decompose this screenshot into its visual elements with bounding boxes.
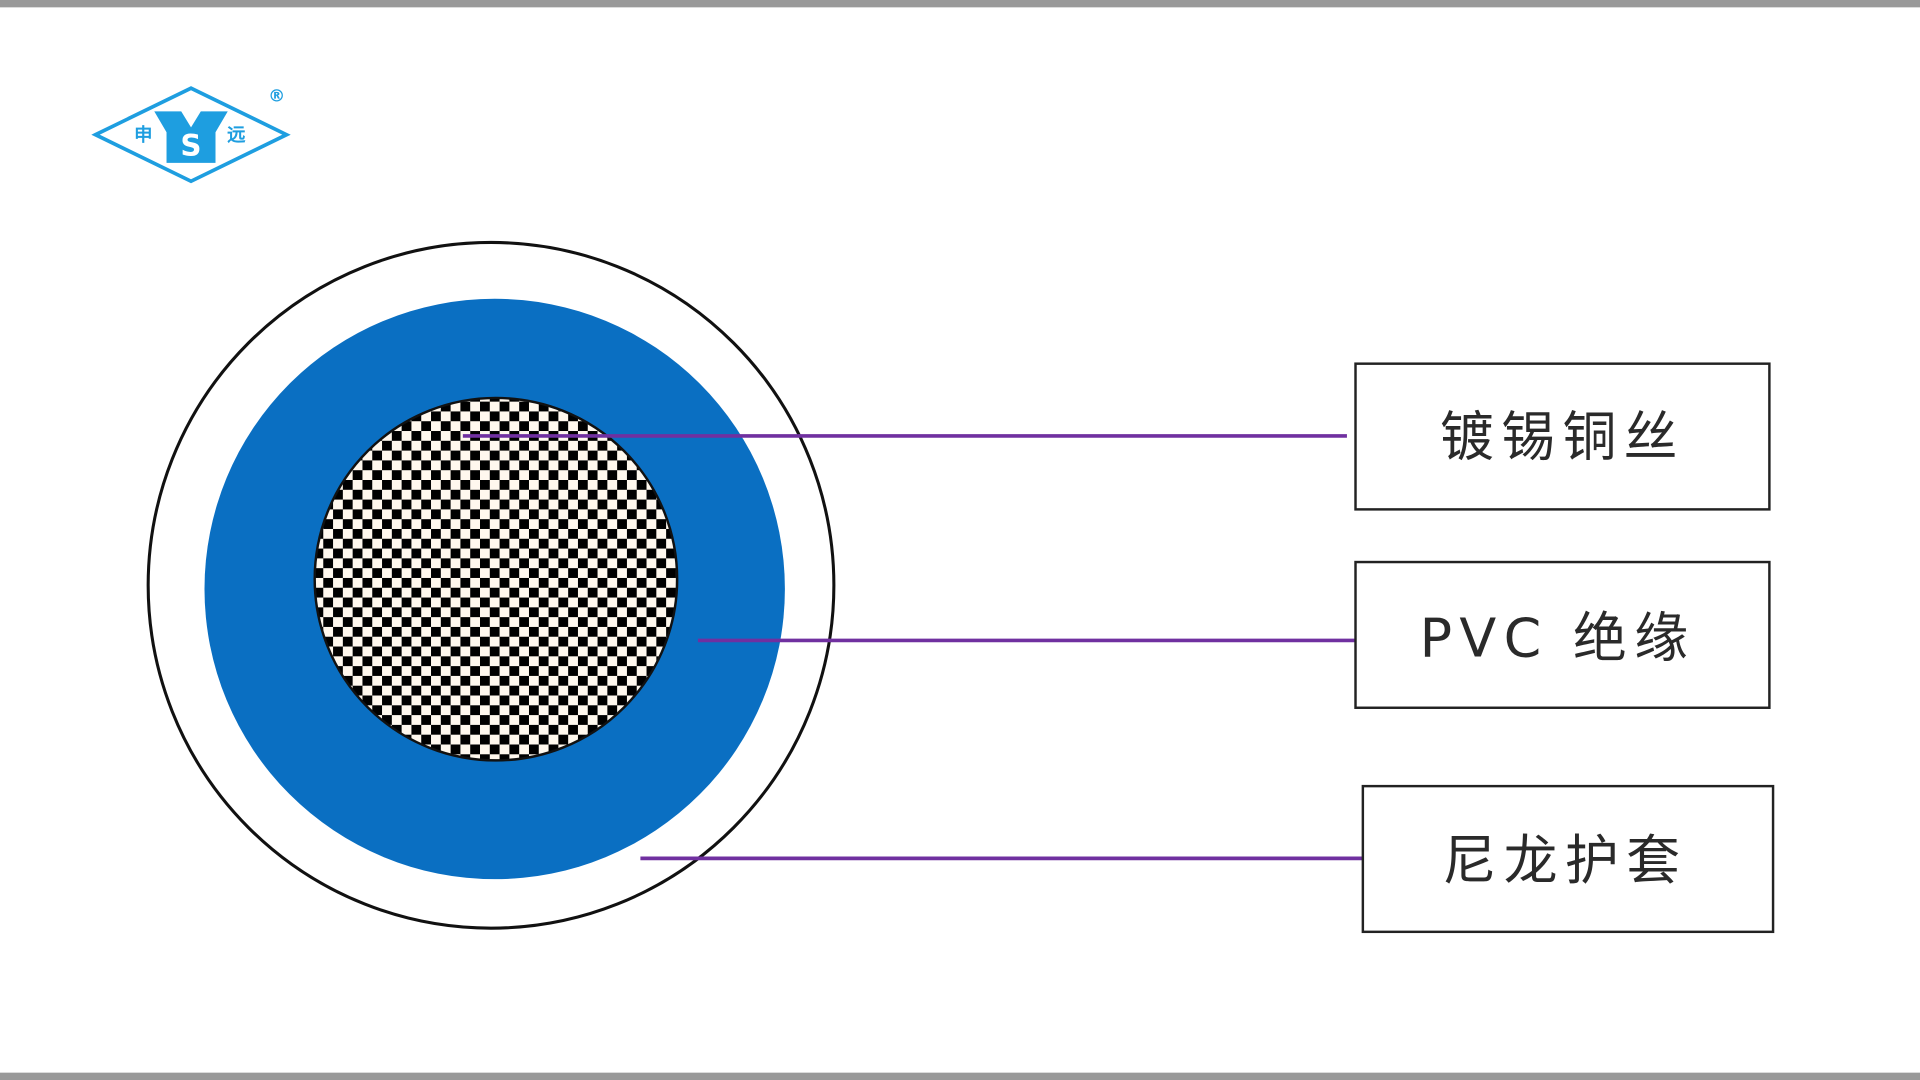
label-conductor: 镀锡铜丝 — [1440, 406, 1685, 469]
top-border — [0, 0, 1920, 8]
label-box-conductor: 镀锡铜丝 — [1354, 362, 1771, 511]
label-sheath: 尼龙护套 — [1442, 829, 1687, 892]
label-box-sheath: 尼龙护套 — [1361, 784, 1775, 934]
registered-mark: ® — [268, 87, 285, 107]
tinned-copper-conductor — [313, 396, 679, 762]
brand-logo: S 申 远 ® — [91, 86, 291, 184]
bottom-border — [0, 1072, 1920, 1080]
label-box-insulation: PVC 绝缘 — [1354, 560, 1771, 709]
label-insulation: PVC 绝缘 — [1420, 606, 1696, 669]
logo-letter: S — [180, 129, 201, 163]
logo-right-char: 远 — [227, 125, 246, 146]
logo-left-char: 申 — [134, 124, 152, 146]
